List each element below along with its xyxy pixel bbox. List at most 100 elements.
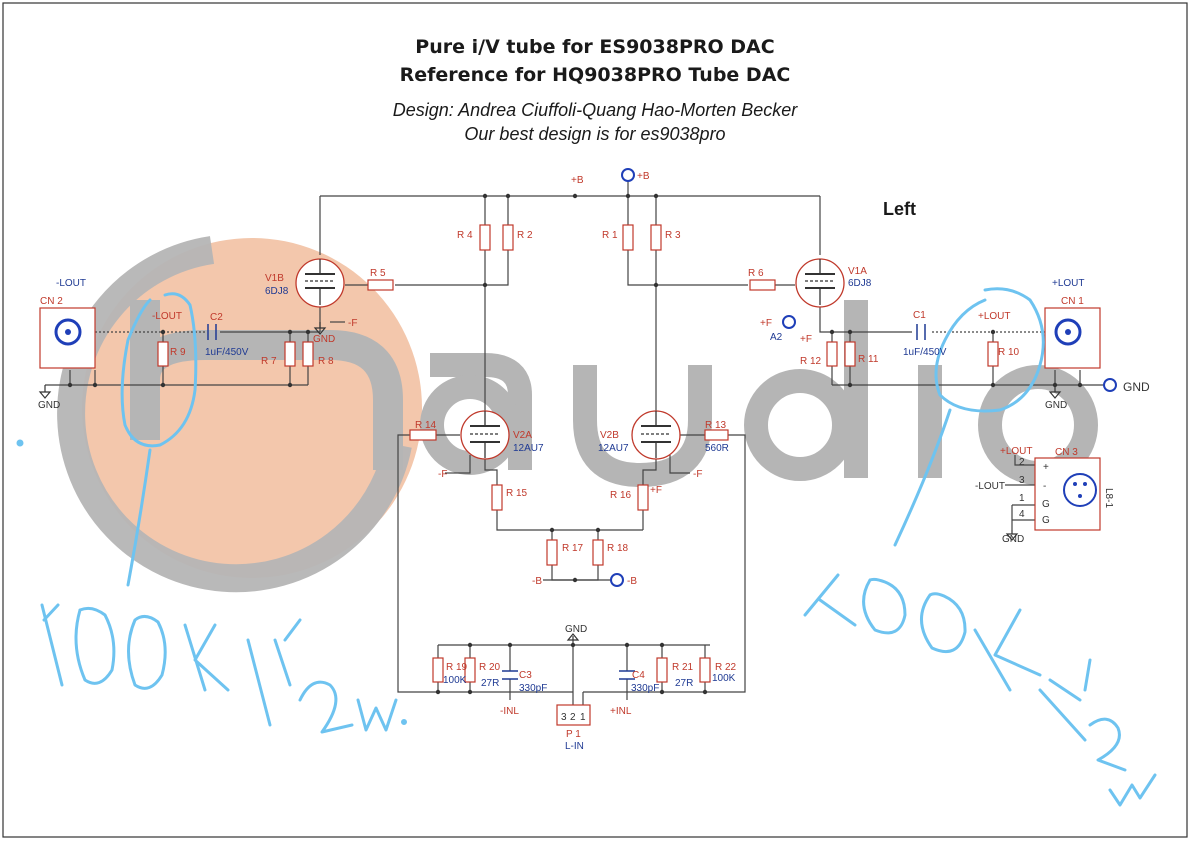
capacitor-c2 [207, 324, 217, 340]
handwritten-dot [16, 439, 24, 447]
capacitor-c3 [502, 670, 518, 680]
label-minus-b-right: -B [627, 576, 637, 587]
label-r8: R 8 [318, 356, 334, 367]
watermark-logo [57, 236, 1098, 593]
label-cn2-title: -LOUT [56, 278, 86, 289]
capacitor-c1 [916, 324, 926, 340]
schematic-title: Pure i/V tube for ES9038PRO DAC [415, 36, 775, 58]
label-cn3-g1: G [1042, 499, 1050, 510]
label-plus-b-node: +B [637, 171, 650, 182]
label-cn2: CN 2 [40, 296, 63, 307]
resistor-r1 [622, 224, 634, 251]
label-r6: R 6 [748, 268, 764, 279]
label-minus-b-left: -B [532, 576, 542, 587]
resistors [157, 224, 999, 683]
tube-v2b-icon [631, 410, 681, 460]
resistor-r2 [502, 224, 514, 251]
resistor-r13 [704, 429, 729, 441]
p1-header-icon [556, 704, 591, 726]
label-c3: C3 [519, 670, 532, 681]
label-minus-f-v2b: -F [693, 469, 702, 480]
handwritten-text-right [803, 573, 1157, 807]
tube-v2a-icon [460, 410, 510, 460]
label-c2-val: 1uF/450V [205, 347, 249, 358]
label-v1b-type: 6DJ8 [265, 286, 289, 297]
label-r13: R 13 [705, 420, 727, 431]
label-cn3-pin1: 1 [1019, 493, 1025, 504]
resistor-r10 [987, 341, 999, 367]
design-note: Our best design is for es9038pro [464, 124, 726, 144]
label-r17: R 17 [562, 543, 584, 554]
label-plus-f-v2b: +F [650, 485, 662, 496]
label-r20-val: 27R [481, 678, 499, 689]
gnd-icon [566, 633, 580, 641]
label-cn3-pin3: 3 [1019, 475, 1025, 486]
gnd-icon [1048, 385, 1062, 399]
resistor-r14 [409, 429, 437, 441]
label-cn3-part: L8-1 [1103, 488, 1114, 508]
label-c1: C1 [913, 310, 926, 321]
minus-b-terminal-icon [610, 573, 624, 587]
label-p1: P 1 [566, 729, 581, 740]
gnd-icon [1005, 530, 1019, 541]
resistor-r3 [650, 224, 662, 251]
label-r1: R 1 [602, 230, 618, 241]
label-a2: A2 [770, 332, 783, 343]
label-r5: R 5 [370, 268, 386, 279]
label-r11: R 11 [858, 354, 879, 365]
tube-v1a-icon [795, 258, 845, 308]
resistor-r21 [656, 657, 668, 683]
label-c2: C2 [210, 312, 223, 323]
label-gnd-cn3: GND [1002, 534, 1024, 545]
resistor-r12 [826, 341, 838, 367]
resistor-r16 [637, 484, 649, 511]
resistor-r5 [367, 279, 394, 291]
resistor-r8 [302, 341, 314, 367]
vacuum-tubes [295, 258, 845, 460]
resistor-r4 [479, 224, 491, 251]
handwritten-text-left [40, 603, 407, 734]
label-cn3: CN 3 [1055, 447, 1078, 458]
label-plus-f: +F [760, 318, 772, 329]
label-minus-lout: -LOUT [152, 311, 182, 322]
label-r13-val: 560R [705, 443, 729, 454]
label-p1-pins: 3 [561, 712, 567, 723]
schematic-subtitle: Reference for HQ9038PRO Tube DAC [399, 64, 791, 86]
capacitor-c4 [619, 670, 635, 680]
resistor-r6 [749, 279, 776, 291]
label-v1a: V1A [848, 266, 867, 277]
tube-v1b-icon [295, 258, 345, 308]
resistor-r19 [432, 657, 444, 683]
label-cn3-plus: + [1043, 462, 1049, 473]
handwritten-loop-right [893, 287, 1045, 547]
label-cn1-title: +LOUT [1052, 278, 1085, 289]
label-gnd-right: GND [1045, 400, 1067, 411]
schematic-labels: +B +B R 4 R 2 R 1 R 3 V1B 6DJ8 R 5 R 6 V… [38, 171, 1150, 752]
label-r14: R 14 [415, 420, 437, 431]
connectors [39, 168, 1117, 726]
resistor-r17 [546, 539, 558, 566]
label-cn3-plus-lout: +LOUT [1000, 446, 1033, 457]
label-r22: R 22 [715, 662, 737, 673]
label-minus-inl: -INL [500, 706, 519, 717]
resistor-r11 [844, 341, 856, 367]
label-r19-val: 100K [443, 675, 467, 686]
resistor-r18 [592, 539, 604, 566]
plus-b-terminal-icon [621, 168, 635, 182]
label-cn3-g2: G [1042, 515, 1050, 526]
label-p1-val: L-IN [565, 741, 584, 752]
gnd-icon [38, 385, 52, 399]
label-r9: R 9 [170, 347, 186, 358]
channel-label: Left [883, 199, 916, 219]
ground-symbols [38, 322, 1062, 641]
label-c4-val: 330pF [631, 683, 659, 694]
label-v2b: V2B [600, 430, 619, 441]
label-r12: R 12 [800, 356, 822, 367]
label-minus-f-v1b: -F [348, 318, 357, 329]
label-r21: R 21 [672, 662, 694, 673]
label-cn3-minus: - [1043, 481, 1046, 492]
label-v2b-type: 12AU7 [598, 443, 629, 454]
label-v1a-type: 6DJ8 [848, 278, 872, 289]
label-p1-pin2: 2 [570, 712, 576, 723]
